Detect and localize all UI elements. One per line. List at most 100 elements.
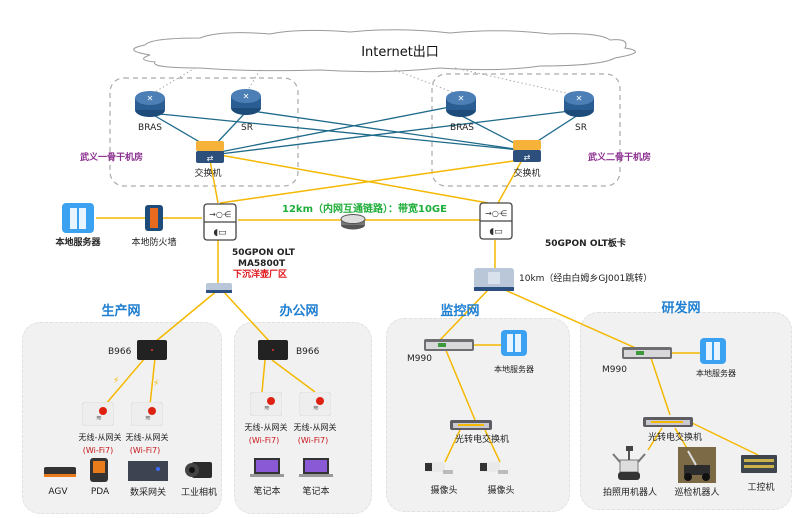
firewall-icon bbox=[145, 205, 163, 231]
industrial-camera-icon bbox=[185, 462, 212, 478]
terminal-label: 工控机 bbox=[747, 483, 775, 493]
room-box-left bbox=[109, 77, 299, 187]
gateway-model-label: M990 bbox=[407, 354, 432, 364]
laptop-icon bbox=[299, 458, 333, 477]
router-icon: ✕ bbox=[564, 91, 594, 117]
local-server-label: 本地服务器 bbox=[55, 238, 101, 248]
switch-label: 交换机 bbox=[513, 169, 541, 179]
zone-panel-monitor bbox=[386, 318, 570, 512]
terminal-label: PDA bbox=[90, 487, 110, 497]
ap-name-label: 无线-从网关 bbox=[293, 423, 337, 432]
zone-title-office: 办公网 bbox=[279, 304, 319, 319]
terminal-label: 摄像头 bbox=[430, 486, 458, 496]
sr-label: SR bbox=[241, 123, 253, 133]
olt-right-label: 50GPON OLT板卡 bbox=[545, 239, 626, 249]
olt-left-site: 下沉洋壶厂区 bbox=[233, 270, 288, 280]
data-gateway-icon bbox=[128, 461, 168, 481]
svg-text:≋: ≋ bbox=[264, 404, 270, 412]
svg-text:✕: ✕ bbox=[576, 94, 583, 103]
gateway-m990-icon bbox=[622, 347, 672, 359]
bras-label: BRAS bbox=[138, 123, 162, 133]
inspection-robot-icon bbox=[678, 447, 716, 483]
wireless-signal-icon: ⚡ bbox=[153, 379, 159, 389]
terminal-label: 工业相机 bbox=[180, 488, 218, 498]
splitter-icon bbox=[206, 283, 232, 293]
industrial-pc-icon bbox=[741, 455, 777, 473]
svg-text:≋: ≋ bbox=[145, 414, 151, 422]
ap-wifi-tag: (Wi-Fi7) bbox=[248, 436, 280, 445]
wireless-signal-icon: ⚡ bbox=[113, 376, 119, 386]
gateway-model-label: M990 bbox=[602, 365, 627, 375]
splitter-distance-label: 10km（经由白姆乡GJ001跳转） bbox=[519, 274, 653, 284]
svg-text:◖▭: ◖▭ bbox=[213, 228, 226, 238]
ap-wifi-tag: (Wi-Fi7) bbox=[129, 446, 161, 455]
switch-label: 光转电交换机 bbox=[454, 435, 510, 445]
router-icon: ✕ bbox=[446, 91, 476, 117]
terminal-label: 笔记本 bbox=[302, 487, 330, 497]
interconnect-link-label: 12km（内网互通链路）：带宽10GE bbox=[282, 204, 447, 215]
switch-label: 光转电交换机 bbox=[647, 433, 703, 443]
ont-model-label: B966 bbox=[108, 347, 132, 357]
svg-text:→○⋲: →○⋲ bbox=[485, 209, 507, 218]
svg-text:→○⋲: →○⋲ bbox=[209, 210, 231, 219]
zone-title-production: 生产网 bbox=[101, 304, 141, 319]
olt-icon: →○⋲ ◖▭ bbox=[203, 203, 237, 241]
ont-router-icon bbox=[258, 340, 288, 360]
terminal-label: 笔记本 bbox=[253, 487, 281, 497]
svg-text:⇄: ⇄ bbox=[524, 153, 531, 162]
router-icon bbox=[340, 214, 366, 230]
wireless-ap-icon: ≋ bbox=[82, 402, 114, 426]
camera-robot-icon bbox=[612, 446, 646, 480]
laptop-icon bbox=[250, 458, 284, 477]
olt-icon: →○⋲ ◖▭ bbox=[479, 202, 513, 240]
terminal-label: 巡检机器人 bbox=[674, 488, 720, 498]
ap-wifi-tag: (Wi-Fi7) bbox=[82, 446, 114, 455]
firewall-label: 本地防火墙 bbox=[131, 238, 177, 248]
splitter-icon bbox=[474, 268, 514, 291]
ap-name-label: 无线-从网关 bbox=[125, 433, 169, 442]
terminal-label: AGV bbox=[48, 487, 68, 497]
svg-text:✕: ✕ bbox=[147, 94, 154, 103]
ap-name-label: 无线-从网关 bbox=[78, 433, 122, 442]
camera-icon bbox=[425, 462, 453, 474]
zone-panel-production bbox=[22, 322, 222, 514]
bras-label: BRAS bbox=[450, 123, 474, 133]
media-converter-switch-icon bbox=[450, 420, 492, 430]
server-label: 本地服务器 bbox=[696, 369, 736, 378]
svg-text:✕: ✕ bbox=[458, 94, 465, 103]
svg-text:≋: ≋ bbox=[313, 404, 319, 412]
olt-left-sub: MA5800T bbox=[238, 259, 286, 269]
sr-label: SR bbox=[575, 123, 587, 133]
switch-icon: ⇄ bbox=[513, 140, 541, 162]
server-icon bbox=[700, 338, 726, 364]
pda-icon bbox=[90, 458, 108, 482]
ont-model-label: B966 bbox=[296, 347, 320, 357]
olt-left-model: 50GPON OLT bbox=[232, 248, 295, 258]
wireless-ap-icon: ≋ bbox=[131, 402, 163, 426]
svg-text:⇄: ⇄ bbox=[207, 154, 214, 163]
server-icon bbox=[62, 203, 94, 233]
internet-cloud bbox=[133, 29, 636, 73]
camera-icon bbox=[480, 462, 508, 474]
wireless-ap-icon: ≋ bbox=[250, 392, 282, 416]
room-label-left: 武义一骨干机房 bbox=[80, 153, 144, 163]
terminal-label: 数采网关 bbox=[129, 488, 167, 498]
ont-router-icon bbox=[137, 340, 167, 360]
internet-label: Internet出口 bbox=[361, 45, 439, 60]
server-icon bbox=[501, 330, 527, 356]
ap-wifi-tag: (Wi-Fi7) bbox=[297, 436, 329, 445]
gateway-m990-icon bbox=[424, 339, 474, 351]
switch-icon: ⇄ bbox=[196, 141, 224, 163]
svg-text:◖▭: ◖▭ bbox=[489, 227, 502, 237]
agv-icon bbox=[44, 467, 76, 477]
media-converter-switch-icon bbox=[643, 417, 693, 427]
terminal-label: 拍照用机器人 bbox=[602, 488, 658, 498]
svg-text:✕: ✕ bbox=[243, 92, 250, 101]
zone-panel-office bbox=[234, 322, 372, 514]
server-label: 本地服务器 bbox=[494, 365, 534, 374]
zone-title-monitor: 监控网 bbox=[440, 304, 480, 319]
router-icon: ✕ bbox=[231, 89, 261, 115]
wireless-ap-icon: ≋ bbox=[299, 392, 331, 416]
